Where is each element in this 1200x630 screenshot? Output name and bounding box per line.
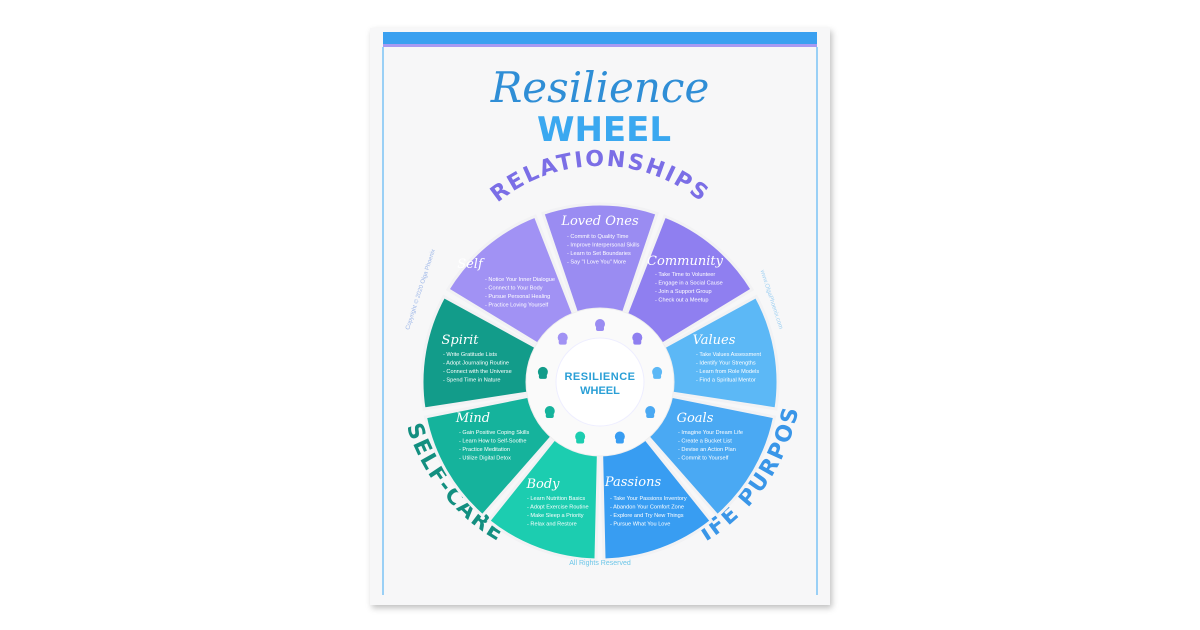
segment-item: - Commit to Quality Time (567, 234, 629, 240)
top-bar-accent (383, 44, 817, 47)
segment-item: - Learn Nutrition Basics (527, 496, 585, 502)
segment-item: - Gain Positive Coping Skills (459, 430, 529, 436)
segment-self: Self- Notice Your Inner Dialogue - Connec… (445, 214, 588, 364)
segment-item: - Adopt Journaling Routine (443, 361, 509, 367)
segment-title: Passions (604, 475, 662, 490)
segment-item: - Write Gratitude Lists (443, 352, 497, 358)
center-circle (555, 337, 645, 427)
center-label-line2: WHEEL (580, 385, 620, 397)
group-label-relationships: RELATIONSHIPS (486, 147, 714, 208)
segment-item: - Take Your Passions Inventory (610, 496, 687, 502)
segment-item: - Create a Bucket List (678, 439, 732, 445)
segment-item: - Spend Time in Nature (443, 378, 501, 384)
segment-item: - Learn from Role Models (696, 369, 759, 375)
head-heart-icon (544, 406, 555, 418)
segment-item: - Improve Interpersonal Skills (567, 243, 640, 249)
segment-item: - Take Time to Volunteer (655, 272, 715, 278)
segment-item: - Take Values Assessment (696, 352, 762, 358)
segment-title: Values (693, 333, 736, 348)
segment-item: - Connect with the Universe (443, 369, 512, 375)
segment-item: - Imagine Your Dream Life (678, 430, 743, 436)
segment-item: - Practice Loving Yourself (485, 303, 549, 309)
segment-title: Spirit (442, 333, 480, 348)
segment-title: Self (457, 257, 485, 272)
segment-item: - Pursue Personal Healing (485, 294, 550, 300)
top-bar (383, 32, 817, 44)
title-block: WHEEL (537, 110, 671, 150)
diamond-icon (652, 366, 663, 379)
segment-item: - Pursue What You Love (610, 522, 670, 528)
heart-icon (614, 431, 625, 444)
segment-item: - Connect to Your Body (485, 286, 543, 292)
group-icon (632, 332, 643, 345)
person-icon (557, 332, 568, 345)
segment-item: - Identify Your Strengths (696, 361, 756, 367)
hearts-icon (595, 319, 605, 331)
segment-item: - Engage in a Social Cause (655, 281, 723, 287)
segment-item: - Learn How to Self-Soothe (459, 439, 526, 445)
segment-item: - Find a Spiritual Mentor (696, 378, 756, 384)
segment-item: - Make Sleep a Priority (527, 513, 584, 519)
segment-title: Goals (677, 411, 714, 426)
segment-item: - Practice Meditation (459, 447, 510, 453)
copyright-text: Copyright © 2020 Olga Phoenix (404, 248, 437, 331)
title-script: Resilience (490, 63, 710, 112)
segment-item: - Notice Your Inner Dialogue (485, 277, 555, 283)
segment-title: Body (525, 477, 560, 492)
segment-title: Loved Ones (560, 214, 639, 229)
segment-item: - Devise an Action Plan (678, 447, 736, 453)
center-label-line1: RESILIENCE (564, 371, 635, 383)
segment-item: - Join a Support Group (655, 289, 712, 295)
trophy-icon (645, 406, 656, 418)
segment-item: - Abandon Your Comfort Zone (610, 505, 684, 511)
segment-item: - Learn to Set Boundaries (567, 251, 631, 257)
segment-item: - Say "I Love You" More (567, 260, 626, 266)
segment-item: - Explore and Try New Things (610, 513, 684, 519)
segment-item: - Commit to Yourself (678, 456, 729, 462)
lotus-icon (575, 431, 586, 444)
segment-item: - Adopt Exercise Routine (527, 505, 589, 511)
segment-item: - Utilize Digital Detox (459, 456, 511, 462)
segment-title: Mind (455, 411, 490, 426)
segment-item: - Check out a Meetup (655, 298, 708, 304)
segment-title: Community (647, 254, 724, 269)
dove-icon (537, 366, 548, 379)
segment-item: - Relax and Restore (527, 522, 577, 528)
rights-text: All Rights Reserved (569, 560, 631, 567)
segment-community: Community - Take Time to Volunteer - Engag… (612, 214, 755, 364)
